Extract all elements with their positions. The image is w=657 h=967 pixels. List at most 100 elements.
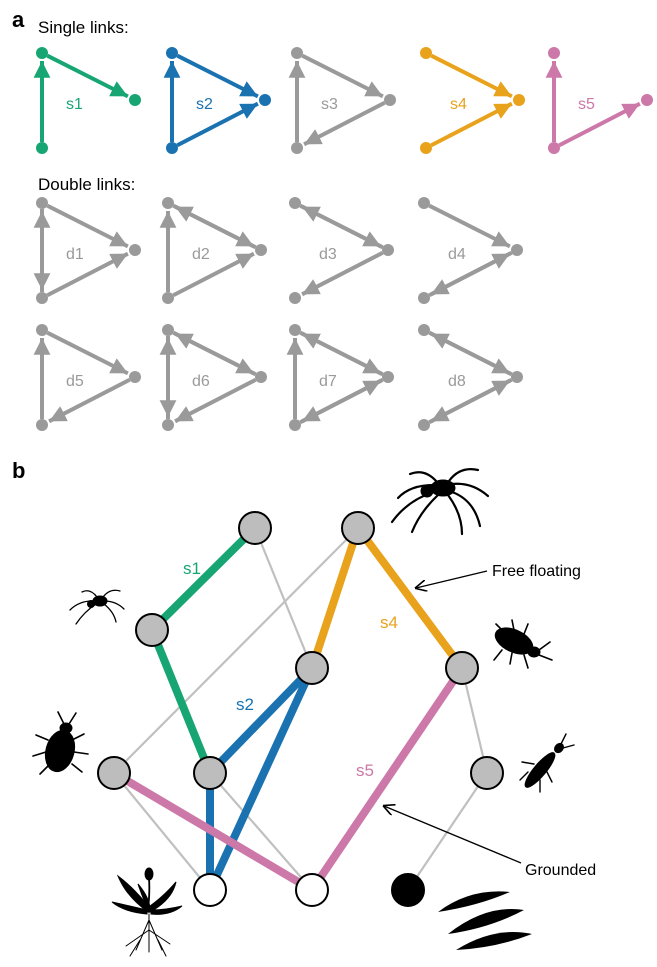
motif-link-arrow [176, 101, 259, 148]
web-link [407, 772, 488, 891]
motif-link-arrow [176, 53, 259, 99]
motif-node [129, 244, 141, 256]
food-web-motif-links [110, 524, 466, 894]
double-motif-d1: d1 [33, 197, 141, 304]
web-link [209, 772, 313, 891]
motif-node [384, 94, 396, 106]
motif-label: d8 [448, 373, 466, 390]
motif-node [513, 94, 525, 106]
double-motif-d8: d8 [418, 324, 523, 431]
detritus-node [391, 873, 425, 907]
free-floating-arrow [416, 570, 488, 588]
motif-node [418, 324, 430, 336]
grounded-arrow [384, 806, 522, 864]
motif-label: d5 [66, 373, 84, 390]
single-motif-s3: s3 [288, 47, 396, 154]
motif-link-arrow [303, 100, 386, 147]
motif-link-arrow [174, 377, 257, 424]
motif-label: s5 [578, 96, 595, 113]
consumer-node [295, 651, 329, 685]
s4-link [354, 524, 466, 672]
motif-node [259, 94, 271, 106]
motif-link-arrow [299, 378, 382, 425]
consumer-node [341, 511, 375, 545]
motif-node [289, 419, 301, 431]
leaf-litter-icon [438, 891, 532, 950]
motif-node [36, 324, 48, 336]
single-motif-s4: s4 [420, 47, 525, 154]
motif-node [289, 197, 301, 209]
motif-label: s1 [66, 96, 83, 113]
motif-link-arrow [301, 250, 384, 297]
motif-link-arrow [174, 331, 257, 377]
free-floating-label: Free floating [492, 563, 581, 580]
motif-node [162, 197, 174, 209]
motif-label: d7 [319, 373, 337, 390]
double-motif-d4: d4 [418, 197, 523, 304]
motif-node [36, 197, 48, 209]
motif-node [291, 47, 303, 59]
single-motif-s1: s1 [33, 47, 141, 154]
food-web-nodes [97, 511, 504, 907]
web-link [460, 667, 489, 774]
motif-node [418, 419, 430, 431]
motif-label: s2 [196, 96, 213, 113]
motif-link-arrow [558, 101, 641, 148]
motif-node [291, 142, 303, 154]
motif-label: d3 [319, 246, 337, 263]
motif-label: d6 [192, 373, 210, 390]
motif-node [129, 94, 141, 106]
basal-plant-node [295, 873, 329, 907]
motif-link-arrow [46, 251, 129, 298]
motif-link-arrow [46, 53, 129, 99]
motif-node [641, 94, 653, 106]
single-links-title: Single links: [38, 18, 129, 37]
s1-link [148, 524, 259, 634]
web-label-s5: s5 [356, 761, 374, 780]
consumer-node [238, 511, 272, 545]
motif-link-arrow [430, 331, 513, 377]
single-motifs-row: s1 s2 s3 s4 s5 [33, 47, 653, 154]
dandelion-plant-icon [111, 867, 183, 957]
motif-node [418, 197, 430, 209]
motif-node [36, 292, 48, 304]
motif-node [382, 244, 394, 256]
motif-node [255, 244, 267, 256]
motif-node [36, 47, 48, 59]
motif-label: s3 [321, 96, 338, 113]
motif-link-arrow [301, 204, 384, 250]
consumer-node [135, 613, 169, 647]
motif-link-arrow [48, 377, 131, 424]
consumer-node [97, 756, 131, 790]
motif-link-arrow [428, 251, 511, 298]
double-motif-d5: d5 [33, 324, 141, 431]
small-spider-icon [69, 589, 125, 625]
panel-b: b [12, 458, 596, 957]
motif-node [36, 419, 48, 431]
s2-link [206, 664, 316, 894]
motif-node [548, 47, 560, 59]
motif-node [162, 292, 174, 304]
motif-node [289, 324, 301, 336]
motif-link-arrow [301, 331, 384, 377]
web-label-s4: s4 [380, 613, 398, 632]
motif-link-arrow [172, 251, 255, 298]
motif-link-arrow [46, 330, 129, 376]
s1-link [148, 626, 214, 777]
motif-node [166, 47, 178, 59]
double-links-title: Double links: [38, 175, 135, 194]
motif-node [255, 371, 267, 383]
motif-label: s4 [450, 96, 467, 113]
motif-node [289, 292, 301, 304]
food-web-thin-links [113, 527, 489, 891]
motif-label: d1 [66, 246, 84, 263]
motif-node [162, 324, 174, 336]
double-motif-d6: d6 [159, 324, 267, 431]
motif-node [382, 371, 394, 383]
motif-link-arrow [174, 204, 257, 250]
motif-node [166, 142, 178, 154]
motif-link-arrow [428, 203, 511, 249]
